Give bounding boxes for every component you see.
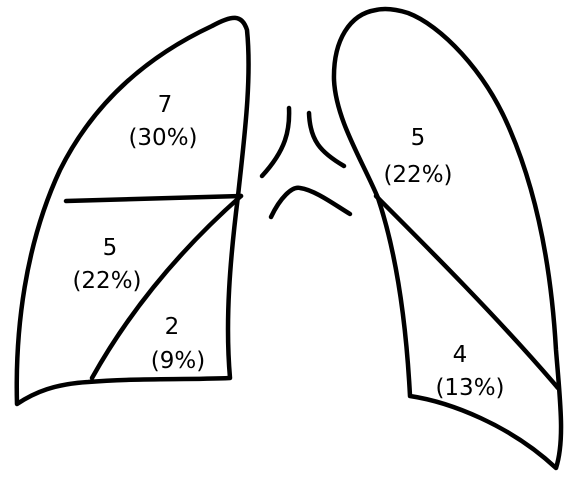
- right-middle-lobe-percent: (22%): [72, 268, 141, 294]
- left-lower-lobe-count: 4: [453, 342, 468, 368]
- left-upper-lobe-percent: (22%): [383, 162, 452, 188]
- right-upper-lobe-percent: (30%): [128, 125, 197, 151]
- trachea-right-wall: [309, 113, 344, 166]
- carina-bronchi: [271, 188, 350, 217]
- right-middle-lobe-count: 5: [103, 235, 118, 261]
- left-upper-lobe-count: 5: [411, 125, 426, 151]
- right-lower-lobe-percent: (9%): [151, 348, 205, 374]
- left-lower-lobe-percent: (13%): [435, 375, 504, 401]
- right-horizontal-fissure: [66, 196, 241, 201]
- right-lung-outline: [17, 18, 249, 404]
- right-upper-lobe-count: 7: [158, 92, 173, 118]
- trachea-left-wall: [262, 108, 289, 176]
- right-lower-lobe-count: 2: [165, 314, 180, 340]
